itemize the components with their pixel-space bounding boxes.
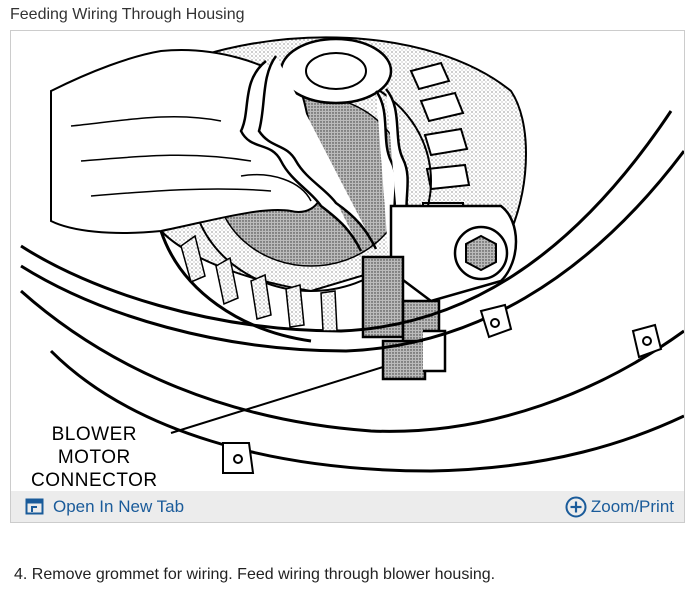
callout-line-1: BLOWER xyxy=(51,424,137,445)
open-in-new-tab-icon xyxy=(25,498,44,514)
zoom-plus-icon xyxy=(565,496,587,517)
callout-label: BLOWER MOTOR CONNECTOR xyxy=(31,423,158,492)
zoom-print-label: Zoom/Print xyxy=(590,496,674,516)
figure-panel: BLOWER MOTOR CONNECTOR Open In New Tab Z… xyxy=(10,30,685,523)
open-in-new-tab-button[interactable]: Open In New Tab xyxy=(25,491,184,522)
instruction-step: 4. Remove grommet for wiring. Feed wirin… xyxy=(14,566,496,583)
blower-motor-illustration xyxy=(20,36,684,474)
zoom-print-button[interactable]: Zoom/Print xyxy=(565,491,674,522)
figure-toolbar: Open In New Tab Zoom/Print xyxy=(11,491,684,522)
callout-line-3: CONNECTOR xyxy=(31,470,158,491)
open-in-new-tab-label: Open In New Tab xyxy=(53,496,185,516)
figure-title: Feeding Wiring Through Housing xyxy=(10,6,245,23)
callout-line-2: MOTOR xyxy=(57,447,131,468)
